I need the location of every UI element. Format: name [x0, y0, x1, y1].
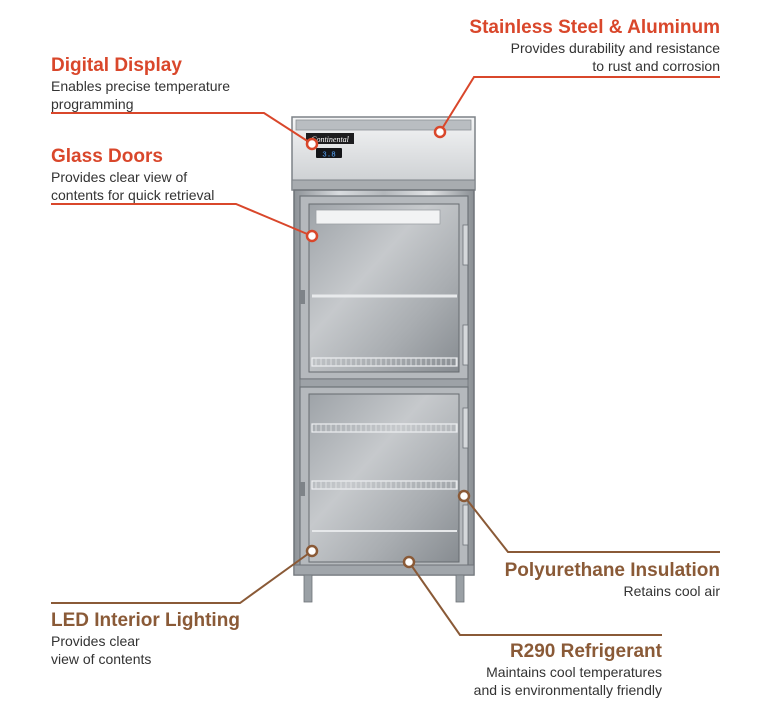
- callout-desc-line: Maintains cool temperatures: [486, 664, 662, 680]
- callout-title: Stainless Steel & Aluminum: [469, 17, 720, 38]
- brand-logo: [306, 133, 354, 144]
- callout-stainless-steel: Stainless Steel & Aluminum Provides dura…: [469, 17, 720, 75]
- led-light-bar: [315, 209, 441, 225]
- top-vent: [295, 119, 472, 131]
- dot-digital: [305, 137, 319, 151]
- leader-stainless: [439, 76, 720, 133]
- callout-title: R290 Refrigerant: [509, 641, 662, 662]
- dot-glass: [305, 229, 319, 243]
- callout-glass-doors: Glass Doors Provides clear view of conte…: [51, 146, 214, 204]
- top-lip: [291, 179, 476, 191]
- shelf-frame: [311, 357, 458, 367]
- callout-title: Glass Doors: [51, 146, 163, 167]
- callout-desc-line: Provides clear view of: [51, 169, 188, 185]
- hinge-lower: [300, 482, 305, 496]
- callout-r290-refrigerant: R290 Refrigerant Maintains cool temperat…: [474, 641, 662, 699]
- callout-title: Polyurethane Insulation: [504, 560, 720, 581]
- callout-digital-display: Digital Display Enables precise temperat…: [51, 55, 230, 113]
- callout-dots: [305, 125, 471, 569]
- upper-door-glass: [308, 203, 460, 373]
- leader-glass: [51, 203, 313, 237]
- leg-right: [455, 574, 465, 603]
- refrigerator-unit: Continental 3.8: [291, 116, 476, 603]
- leader-poly: [463, 495, 720, 553]
- digital-display-panel: [316, 148, 342, 158]
- callout-desc-line: Provides durability and resistance: [510, 40, 720, 56]
- shelf-frame: [311, 423, 458, 433]
- display-readout: 3.8: [322, 152, 336, 160]
- callout-desc-line: view of contents: [51, 651, 152, 667]
- callout-desc-line: Provides clear: [51, 633, 140, 649]
- callout-desc-line: programming: [51, 96, 134, 112]
- callout-desc-line: Enables precise temperature: [51, 78, 230, 94]
- lower-door-glass: [308, 393, 460, 563]
- lower-wire-shelf-2: [311, 480, 458, 490]
- shelf-frame: [311, 480, 458, 490]
- upper-wire-shelf: [311, 357, 458, 367]
- dot-poly: [457, 489, 471, 503]
- leader-digital: [51, 112, 313, 145]
- callout-desc-line: contents for quick retrieval: [51, 187, 215, 203]
- callout-desc-line: to rust and corrosion: [592, 58, 720, 74]
- callout-desc-line: Retains cool air: [623, 583, 721, 599]
- handle-lower-2: [462, 504, 469, 546]
- dot-stainless: [433, 125, 447, 139]
- handle-upper: [462, 224, 469, 266]
- leader-lines: [51, 76, 720, 636]
- callout-desc-line: and is environmentally friendly: [473, 682, 662, 698]
- callout-title: LED Interior Lighting: [51, 610, 240, 631]
- brand-logo-text: Continental: [311, 135, 350, 144]
- door-divider: [299, 378, 469, 388]
- hinge-upper: [300, 290, 305, 304]
- leader-led: [51, 550, 313, 604]
- callout-title: Digital Display: [51, 55, 182, 76]
- handle-upper-2: [462, 324, 469, 366]
- callout-led-lighting: LED Interior Lighting Provides clear vie…: [51, 610, 240, 668]
- dot-led: [305, 544, 319, 558]
- leader-r290: [408, 561, 662, 636]
- handle-lower: [462, 407, 469, 449]
- lower-wire-shelf-1: [311, 423, 458, 433]
- base-kick: [293, 564, 475, 576]
- callout-polyurethane-insulation: Polyurethane Insulation Retains cool air: [505, 560, 720, 600]
- dot-r290: [402, 555, 416, 569]
- leg-left: [303, 574, 313, 603]
